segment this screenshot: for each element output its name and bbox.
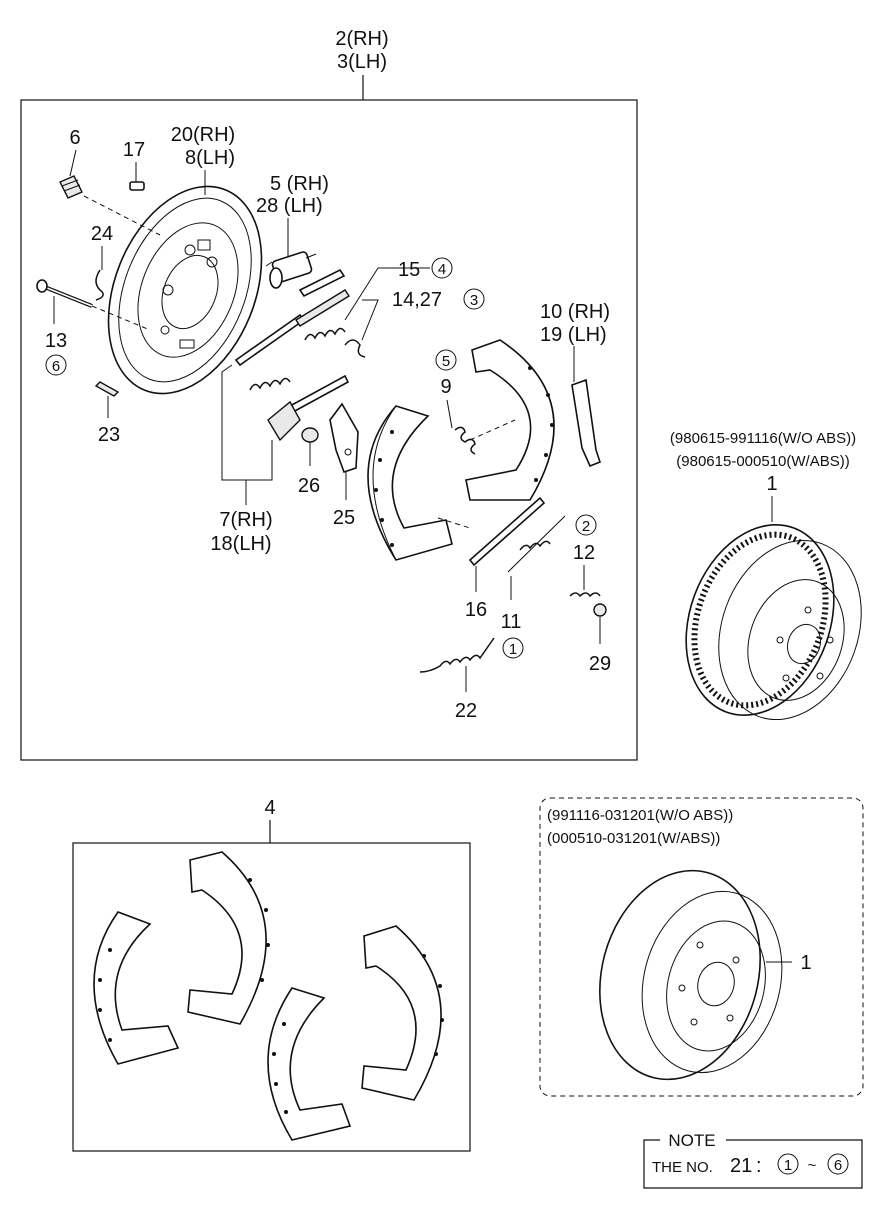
part-label-17: 17 [123, 139, 145, 161]
pin-spring-cup [94, 381, 120, 397]
part-label-29: 29 [589, 653, 611, 675]
part-label-26: 26 [298, 475, 320, 497]
hold-down-pin [36, 279, 93, 308]
strut-spring [519, 540, 551, 551]
part-label-5-rh: 5 (RH) [270, 173, 329, 195]
circled-ref-5 [435, 349, 457, 371]
brake-shoe-kit-4 [361, 925, 444, 1101]
part-label-14-ref: 3 [470, 292, 478, 309]
lower-return-spring [419, 637, 495, 673]
note-range-start: 1 [784, 1157, 792, 1174]
circled-ref-2 [575, 514, 597, 536]
brake-drum-abs [685, 524, 862, 721]
part-label-16: 16 [465, 599, 487, 621]
brake-shoe-kit-3 [267, 987, 352, 1141]
brake-shoe-kit-1 [93, 911, 180, 1065]
part-label-23: 23 [98, 424, 120, 446]
assembly-label-rh: 2(RH) [335, 28, 388, 50]
circled-ref-range-end [827, 1153, 849, 1175]
part-label-13-ref: 6 [52, 358, 60, 375]
part-label-18-lh: 18(LH) [210, 533, 271, 555]
part-label-1-ref: 1 [509, 641, 517, 658]
drum-top-label: 1 [766, 473, 777, 495]
part-label-20-rh: 20(RH) [171, 124, 235, 146]
circled-ref-4 [431, 257, 453, 279]
note-prefix: THE NO. [652, 1159, 713, 1176]
note-title: NOTE [668, 1131, 715, 1150]
drum-bottom-label: 1 [800, 952, 811, 974]
note-frame [643, 1139, 863, 1189]
brake-shoe-rear [465, 339, 555, 501]
shoe-kit-label: 4 [264, 797, 275, 819]
bleeder-screw [59, 175, 83, 199]
part-label-15: 15 [398, 259, 420, 281]
part-label-2-ref: 2 [582, 518, 590, 535]
assembly-label-lh: 3(LH) [337, 51, 387, 73]
adjuster-clip [344, 339, 366, 358]
part-label-6: 6 [69, 127, 80, 149]
part-label-10-rh: 10 (RH) [540, 301, 610, 323]
part-label-8-lh: 8(LH) [185, 147, 235, 169]
brake-shoe-kit-2 [187, 851, 270, 1025]
part-label-24: 24 [91, 223, 113, 245]
shoe-kit-frame [72, 842, 471, 1152]
drum-bottom-code-1: (991116-031201(W/O ABS)) [547, 807, 733, 824]
note-number: 21 [730, 1155, 752, 1177]
parking-lever-rh [571, 378, 601, 468]
brake-shoe-front [367, 405, 453, 561]
circled-ref-1 [502, 637, 524, 659]
part-label-9: 9 [440, 376, 451, 398]
retaining-clip [95, 269, 104, 301]
part-label-15-ref: 4 [438, 261, 446, 278]
part-label-9-ref: 5 [442, 353, 450, 370]
note-range-end: 6 [834, 1157, 842, 1174]
spring-cup [593, 603, 607, 617]
circled-ref-3 [463, 288, 485, 310]
hold-down-spring [569, 592, 601, 598]
adjuster-spring-lower [249, 377, 291, 391]
drum-top-code-1: (980615-991116(W/O ABS)) [670, 430, 856, 447]
part-label-11: 11 [501, 611, 522, 633]
adjuster-spring-upper [304, 327, 346, 341]
parking-lever [267, 400, 301, 442]
return-spring [454, 426, 476, 455]
part-label-28-lh: 28 (LH) [256, 195, 323, 217]
quadrant [329, 402, 359, 474]
note-tilde: ~ [808, 1157, 817, 1174]
part-label-22: 22 [455, 700, 477, 722]
assembly-frame [20, 99, 638, 761]
part-label-12: 12 [573, 542, 595, 564]
part-label-13: 13 [45, 330, 67, 352]
adjuster-strut [234, 268, 350, 367]
circled-ref-6 [45, 354, 67, 376]
drum-bottom-code-2: (000510-031201(W/ABS)) [547, 830, 720, 847]
part-label-19-lh: 19 (LH) [540, 324, 607, 346]
note-colon: : [756, 1155, 762, 1177]
wheel-cylinder [265, 251, 317, 289]
part-label-25: 25 [333, 507, 355, 529]
part-label-7-rh: 7(RH) [219, 509, 272, 531]
backing-plate [107, 185, 263, 395]
drum-top-code-2: (980615-000510(W/ABS)) [676, 453, 849, 470]
part-label-14-27: 14,27 [392, 289, 442, 311]
washer [301, 427, 319, 443]
circled-ref-range-start [777, 1153, 799, 1175]
strut [468, 496, 546, 567]
brake-drum-plain [599, 869, 783, 1081]
plug [129, 181, 145, 191]
